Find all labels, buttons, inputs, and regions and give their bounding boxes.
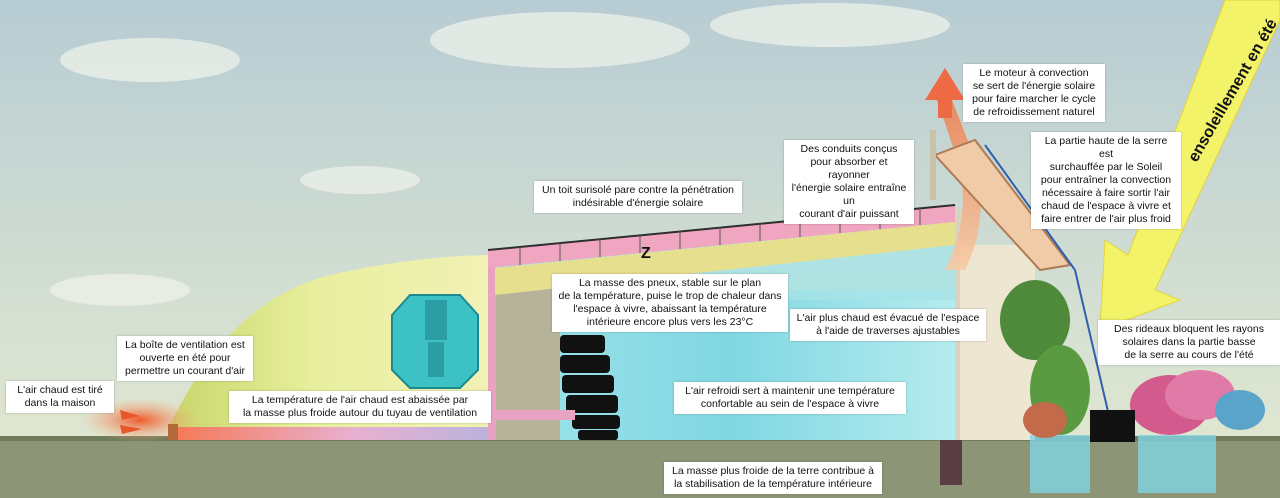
warm-air-exit-arrow xyxy=(925,68,965,118)
planter-right xyxy=(1138,435,1216,493)
callout-greenhouse-top: La partie haute de la serre est surchauf… xyxy=(1031,132,1181,229)
callout-cool-pipe: La température de l'air chaud est abaiss… xyxy=(229,391,491,423)
callout-cool-air: L'air refroidi sert à maintenir une temp… xyxy=(674,382,906,414)
planter-left xyxy=(1030,435,1090,493)
water-tank-icon xyxy=(391,294,479,389)
callout-warm-exhaust: L'air plus chaud est évacué de l'espace … xyxy=(790,309,986,341)
callout-motor: Le moteur à convection se sert de l'éner… xyxy=(963,64,1105,122)
clouds xyxy=(50,3,950,306)
tire-stack xyxy=(560,335,620,440)
solar-convection-duct xyxy=(933,138,1072,272)
foundation-pier xyxy=(940,440,962,485)
roof-marker: Z xyxy=(641,245,651,262)
callout-roof: Un toit surisolé pare contre la pénétrat… xyxy=(534,181,742,213)
warm-air-arrows xyxy=(120,410,142,434)
callout-earth-mass: La masse plus froide de la terre contrib… xyxy=(664,462,882,494)
callout-tires: La masse des pneux, stable sur le plan d… xyxy=(552,274,788,332)
greenhouse-glazing-top xyxy=(984,144,1076,271)
sunlight-arrow xyxy=(1099,0,1280,331)
greenhouse-glazing-front xyxy=(1074,269,1111,421)
callout-vent-box: La boîte de ventilation est ouverte en é… xyxy=(117,336,253,381)
callout-ducts: Des conduits conçus pour absorber et ray… xyxy=(784,140,914,224)
greenhouse-plants xyxy=(1000,280,1265,438)
chimney xyxy=(930,130,936,200)
callout-warm-air-house: L'air chaud est tiré dans la maison xyxy=(6,381,114,413)
greenhouse-tire xyxy=(1090,410,1135,442)
warm-air-plume xyxy=(935,95,981,270)
callout-curtains: Des rideaux bloquent les rayons solaires… xyxy=(1098,320,1280,365)
vent-box xyxy=(168,424,178,440)
